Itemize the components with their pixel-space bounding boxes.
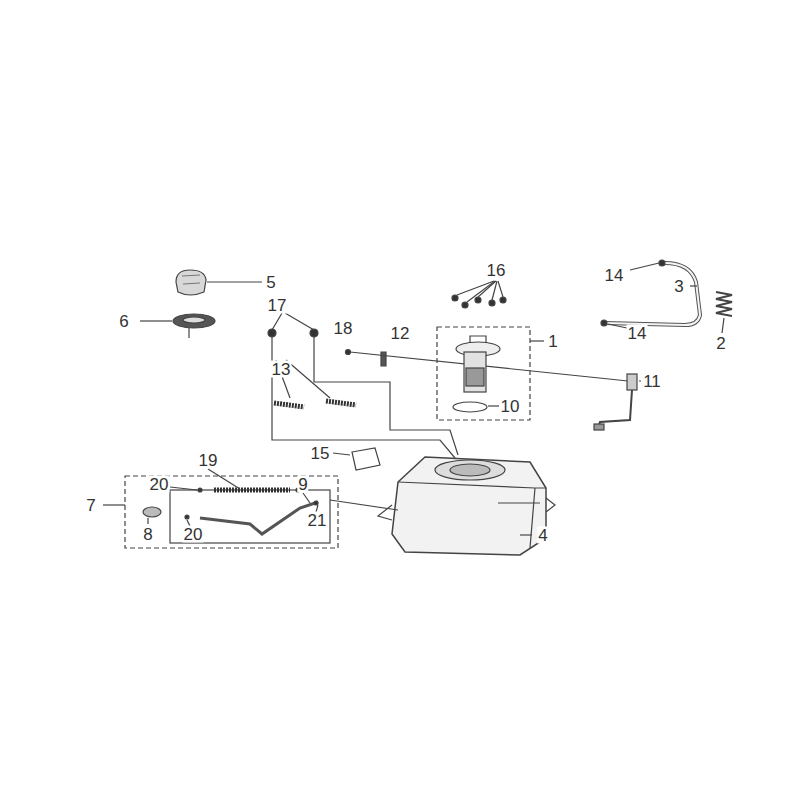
callout-number: 19 bbox=[198, 452, 219, 469]
callout-number: 2 bbox=[715, 335, 726, 352]
callout-number: 14 bbox=[604, 267, 625, 284]
callout-number: 16 bbox=[486, 262, 507, 279]
callout-number: 5 bbox=[265, 274, 276, 291]
callout-number: 21 bbox=[307, 512, 328, 529]
callout-number: 20 bbox=[183, 526, 204, 543]
callout-number: 1 bbox=[547, 333, 558, 350]
callout-number: 14 bbox=[627, 325, 648, 342]
callout-number: 7 bbox=[85, 497, 96, 514]
callout-number: 8 bbox=[142, 526, 153, 543]
callout-number: 6 bbox=[118, 313, 129, 330]
callout-number: 11 bbox=[642, 373, 662, 390]
callout-number: 4 bbox=[537, 527, 548, 544]
callout-number: 10 bbox=[500, 398, 521, 415]
callout-number: 13 bbox=[271, 361, 292, 378]
callout-number: 20 bbox=[149, 476, 170, 493]
callout-number: 12 bbox=[390, 325, 411, 342]
callout-number: 9 bbox=[297, 476, 308, 493]
callout-number: 3 bbox=[673, 278, 684, 295]
callout-number: 18 bbox=[333, 320, 354, 337]
callout-number: 15 bbox=[310, 445, 331, 462]
callout-number: 17 bbox=[267, 297, 288, 314]
